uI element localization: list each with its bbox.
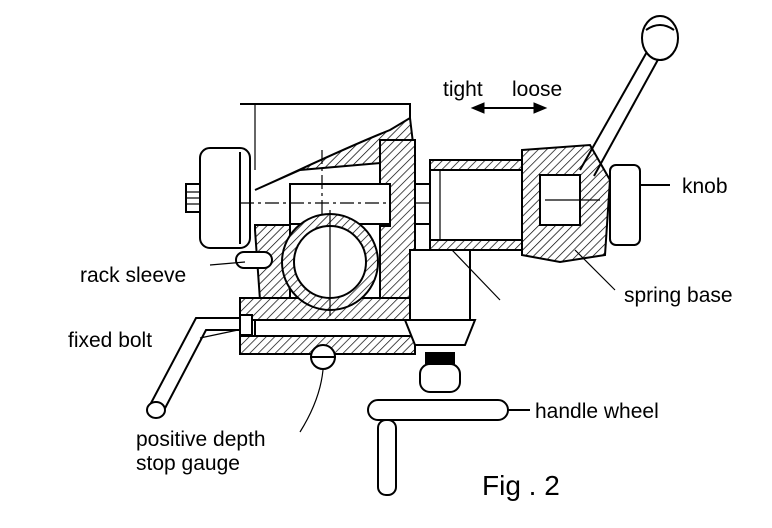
label-loose: loose — [512, 78, 563, 101]
dial-disc — [185, 147, 251, 249]
rack-sleeve-ring — [235, 210, 379, 316]
label-rack-sleeve: rack sleeve — [80, 264, 187, 287]
direction-arrows — [470, 102, 548, 114]
label-spring-base: spring base — [624, 284, 733, 307]
label-tight: tight — [443, 78, 483, 101]
label-knob: knob — [682, 175, 728, 198]
leader-lines — [199, 249, 616, 339]
figure-caption: Fig . 2 — [482, 470, 560, 501]
label-positive-depth: positive depth — [136, 428, 266, 451]
lever-handle — [579, 15, 679, 177]
knob — [609, 164, 670, 246]
handle-wheel — [367, 399, 530, 496]
label-stop-gauge: stop gauge — [136, 452, 240, 475]
main-body — [239, 139, 416, 355]
label-fixed-bolt: fixed bolt — [68, 329, 153, 352]
chuck-body — [429, 143, 612, 264]
housing-top — [240, 103, 417, 191]
fixed-bolt-handle — [146, 314, 253, 419]
column — [403, 249, 477, 393]
label-handle-wheel: handle wheel — [535, 400, 659, 423]
depth-stop-gauge — [299, 344, 336, 433]
